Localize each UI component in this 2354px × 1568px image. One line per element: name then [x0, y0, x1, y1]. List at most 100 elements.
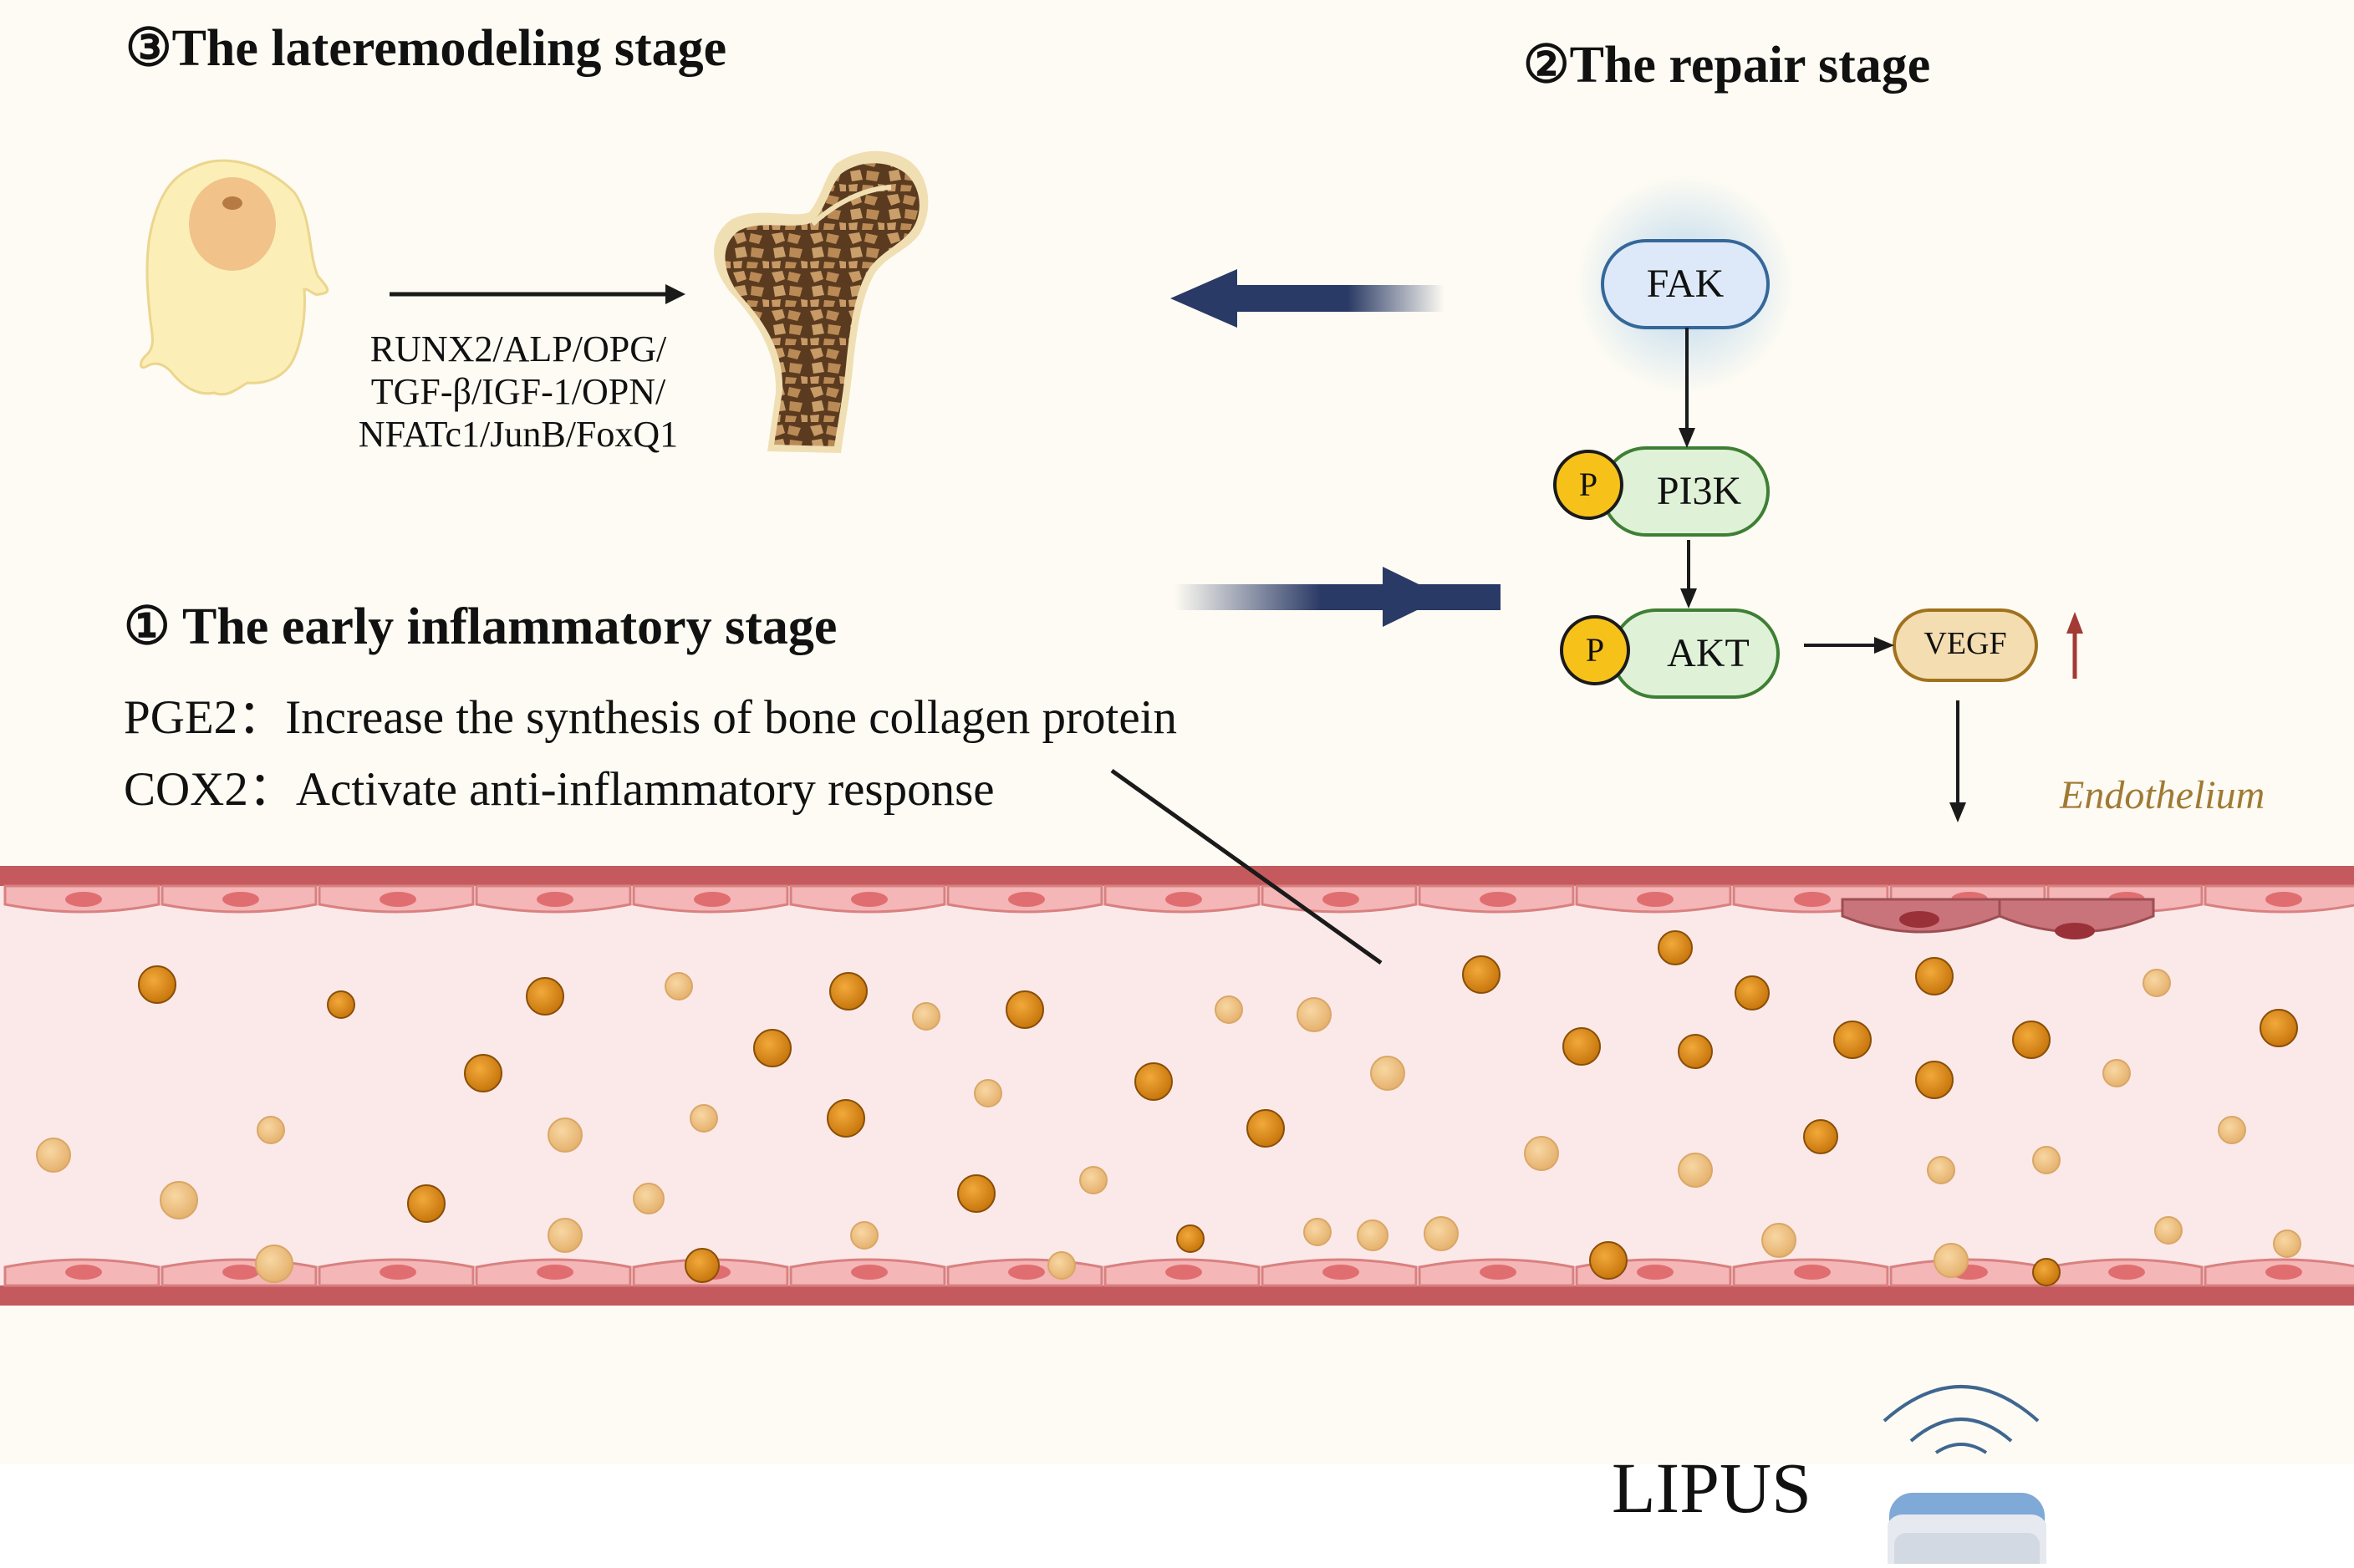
blood-particle: [1215, 995, 1243, 1024]
blood-particle: [1079, 1166, 1108, 1194]
akt-phospho-node: [1560, 615, 1630, 685]
blood-particle: [1134, 1062, 1173, 1101]
lipus-device: [1888, 1493, 2046, 1564]
left-flow-arrow: [1229, 285, 1444, 312]
blood-particle: [1589, 1241, 1628, 1280]
blood-particle: [633, 1183, 665, 1214]
pge2-label: PGE2：: [124, 691, 286, 744]
akt-phospho-label: P: [1585, 631, 1605, 669]
cell-nucleus: [851, 1265, 888, 1280]
blood-particle: [850, 1221, 879, 1250]
blood-particle: [1803, 1119, 1838, 1154]
blood-particle: [2143, 969, 2171, 997]
top-endothelial-cells: [3, 884, 2354, 939]
blood-particle: [160, 1181, 198, 1219]
blood-particle: [2260, 1009, 2298, 1047]
blood-particle: [2273, 1229, 2301, 1258]
blood-particle: [464, 1054, 502, 1092]
blood-particle: [1915, 957, 1954, 995]
callout-line: [1110, 768, 1383, 965]
blood-particle: [1678, 1153, 1713, 1188]
pi3k-label: PI3K: [1656, 469, 1742, 513]
blood-particle: [2102, 1059, 2131, 1087]
akt-label: AKT: [1667, 631, 1750, 675]
blood-particle: [548, 1218, 583, 1253]
cell-nucleus: [1165, 892, 1202, 907]
cell-nucleus: [851, 892, 888, 907]
blood-particle: [1761, 1223, 1796, 1258]
right-arrow-head: [1383, 567, 1444, 627]
blood-particle: [1246, 1109, 1285, 1148]
gene-line-1: RUNX2/ALP/OPG/: [369, 328, 667, 369]
cell-nucleus: [2108, 1265, 2145, 1280]
blood-particle: [2032, 1146, 2061, 1174]
cell-nucleus: [1008, 1265, 1045, 1280]
bone-illustration: [714, 150, 929, 454]
cell-nucleus: [222, 892, 259, 907]
blood-particle: [690, 1104, 718, 1133]
cell-nucleus: [222, 1265, 259, 1280]
blood-particle: [1927, 1156, 1955, 1184]
cox2-label: COX2：: [124, 763, 296, 816]
blood-particle: [829, 972, 868, 1011]
repair-stage-title: ②The repair stage: [1523, 37, 1931, 94]
bottom-endothelial-cells: [3, 1258, 2354, 1287]
blood-particle: [1357, 1219, 1388, 1251]
early-inflammatory-stage-title: ① The early inflammatory stage: [124, 598, 838, 655]
blood-particle: [974, 1079, 1002, 1107]
blood-particle: [1424, 1216, 1459, 1251]
blood-particle: [257, 1116, 285, 1144]
blood-particle: [36, 1138, 71, 1173]
pi3k-phospho-node: [1553, 450, 1623, 520]
fak-label: FAK: [1646, 262, 1725, 306]
blood-particle: [548, 1117, 583, 1153]
cell-nucleus: [65, 892, 102, 907]
blood-particle: [1006, 990, 1044, 1029]
pi3k-phospho-label: P: [1578, 466, 1598, 503]
blood-particle: [1562, 1027, 1601, 1066]
blood-particle: [138, 965, 176, 1004]
cell-nucleus: [694, 892, 731, 907]
cell-to-bone-arrow: [390, 284, 685, 304]
blood-particle: [753, 1029, 792, 1067]
blood-particle: [1462, 955, 1501, 994]
vegf-label: VEGF: [1923, 626, 2007, 661]
pge2-text: Increase the synthesis of bone collagen …: [285, 691, 1177, 744]
blood-particle: [665, 972, 693, 1000]
blood-particle: [1678, 1034, 1713, 1069]
blood-particle: [526, 977, 564, 1016]
blood-particle: [912, 1002, 940, 1031]
right-flow-arrow: [1174, 584, 1501, 610]
blood-particles: [36, 930, 2301, 1286]
cell-nucleus: [2265, 892, 2302, 907]
blood-particle: [2218, 1116, 2246, 1144]
cell-nucleus: [537, 892, 573, 907]
blood-particle: [255, 1245, 293, 1283]
lipus-label: LIPUS: [1612, 1448, 1811, 1528]
cell-nucleus: [380, 1265, 416, 1280]
blood-particle: [1297, 997, 1332, 1032]
blood-particle: [1047, 1251, 1076, 1280]
blood-particle: [327, 990, 355, 1019]
blood-particle: [1524, 1136, 1559, 1171]
blood-particle: [2154, 1216, 2183, 1245]
blood-particle: [1915, 1061, 1954, 1099]
cell-nucleus: [1480, 892, 1516, 907]
cell-nucleus: [1794, 892, 1831, 907]
cell-nucleus: [1165, 1265, 1202, 1280]
cell-nucleus: [1637, 1265, 1674, 1280]
blood-particle: [2012, 1021, 2051, 1059]
cell-nucleus: [2265, 1265, 2302, 1280]
blood-particle: [1303, 1218, 1332, 1246]
cell-nucleus: [1008, 892, 1045, 907]
endothelium-label: Endothelium: [2060, 773, 2265, 817]
blood-particle: [2032, 1258, 2061, 1286]
blood-particle: [957, 1174, 996, 1213]
cell-nucleus: [1480, 1265, 1516, 1280]
cell-nucleus: [1322, 1265, 1359, 1280]
cell-illustration: [140, 159, 329, 396]
cox2-line: COX2：Activate anti-inflammatory response: [124, 751, 995, 819]
gene-line-2: TGF-β/IGF-1/OPN/: [370, 371, 666, 412]
blood-particle: [1658, 930, 1693, 965]
cox2-text: Activate anti-inflammatory response: [295, 763, 995, 816]
